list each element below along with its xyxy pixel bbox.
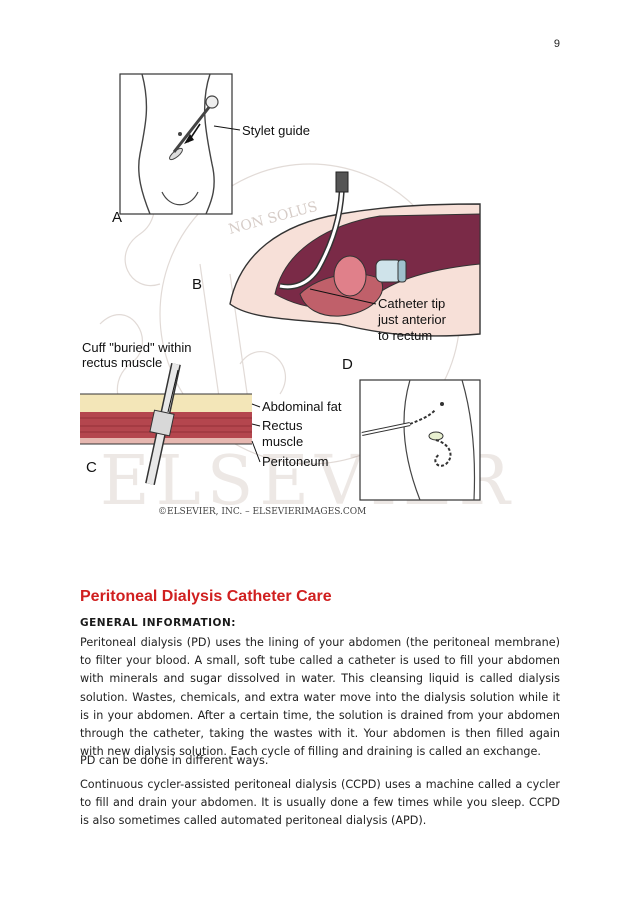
label-catheter-tip-1: Catheter tip (378, 296, 445, 311)
letter-d: D (342, 356, 353, 373)
paragraph-pd-ways: PD can be done in different ways. (80, 754, 269, 767)
cuff-leader (167, 369, 179, 413)
section-subtitle: GENERAL INFORMATION: (80, 617, 236, 629)
letter-c: C (86, 459, 97, 476)
panel-d (359, 379, 481, 501)
panel-b (229, 171, 481, 337)
label-peritoneum: Peritoneum (262, 454, 328, 469)
label-stylet-guide: Stylet guide (242, 123, 310, 138)
label-catheter-tip-3: to rectum (378, 328, 432, 343)
label-rectus-1: Rectus (262, 418, 303, 433)
label-abdominal-fat: Abdominal fat (262, 399, 342, 414)
label-catheter-tip-2: just anterior (377, 312, 447, 327)
letter-b: B (192, 276, 202, 293)
stylet-guide-leader (213, 125, 241, 131)
label-rectus-2: muscle (262, 434, 303, 449)
section-title: Peritoneal Dialysis Catheter Care (80, 588, 332, 605)
catheter-illustration: ELSEVIER NON SOLUS Stylet guide A (80, 64, 558, 524)
paragraph-pd-overview: Peritoneal dialysis (PD) uses the lining… (80, 636, 560, 759)
letter-a: A (112, 209, 122, 226)
page-number: 9 (553, 38, 560, 50)
paragraph-ccpd: Continuous cycler-assisted peritoneal di… (80, 778, 560, 828)
catheter-tip-leader (309, 288, 377, 305)
label-cuff-1: Cuff "buried" within (82, 340, 191, 355)
figure-copyright: ©ELSEVIER, INC. – ELSEVIERIMAGES.COM (158, 507, 366, 517)
panel-c (80, 362, 252, 486)
label-cuff-2: rectus muscle (82, 355, 162, 370)
panel-a (119, 73, 233, 215)
